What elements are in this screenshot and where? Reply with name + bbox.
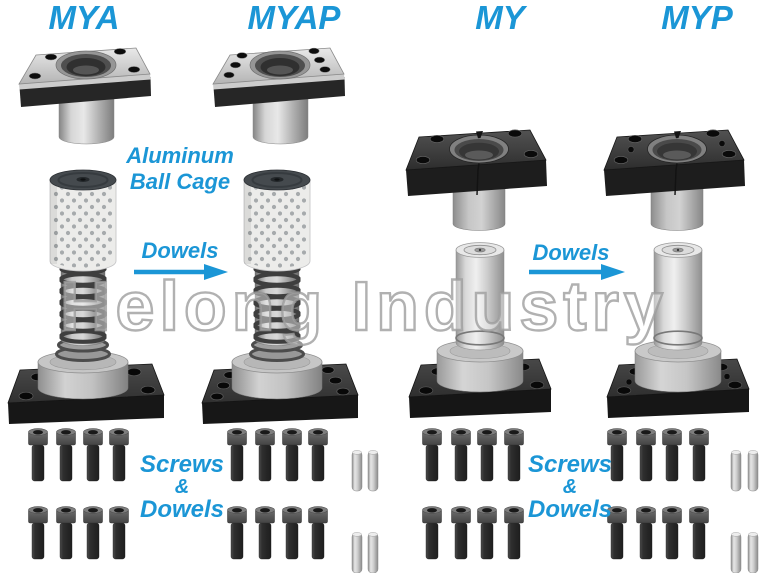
dowels-arrow-right-icon [529,264,625,280]
myp-guide-post-image [606,242,750,418]
label-dowels-right: Dowels [532,240,610,265]
screws-and-dowels-image [28,428,759,573]
label-screws-dowels-left: Screws & Dowels [134,452,230,522]
myap-guide-bushing-image [212,47,345,145]
title-myap: MYAP [247,0,341,36]
ball-cage-label-line1: Aluminum [126,143,234,168]
screws-left-line2: & [174,476,190,498]
label-aluminum-ball-cage: Aluminum Ball Cage [114,143,246,195]
label-dowels-left: Dowels [141,238,219,263]
screws-right-line1: Screws [527,451,613,478]
title-mya: MYA [48,0,120,36]
screws-left-line1: Screws [139,451,225,478]
myp-guide-bushing-image [603,129,745,231]
title-my: MY [475,0,525,36]
my-guide-bushing-image [405,129,547,231]
dowels-arrow-left-icon [134,264,228,280]
my-guide-post-image [408,242,552,418]
mya-guide-post-image [7,169,165,424]
myap-guide-post-image [201,169,359,424]
label-screws-dowels-right: Screws & Dowels [522,452,618,522]
title-myp: MYP [661,0,733,36]
ball-cage-label-line2: Ball Cage [129,169,231,194]
screws-right-line2: & [562,476,578,498]
screws-left-line3: Dowels [139,496,225,523]
mya-guide-bushing-image [18,47,151,145]
screws-right-line3: Dowels [527,496,613,523]
